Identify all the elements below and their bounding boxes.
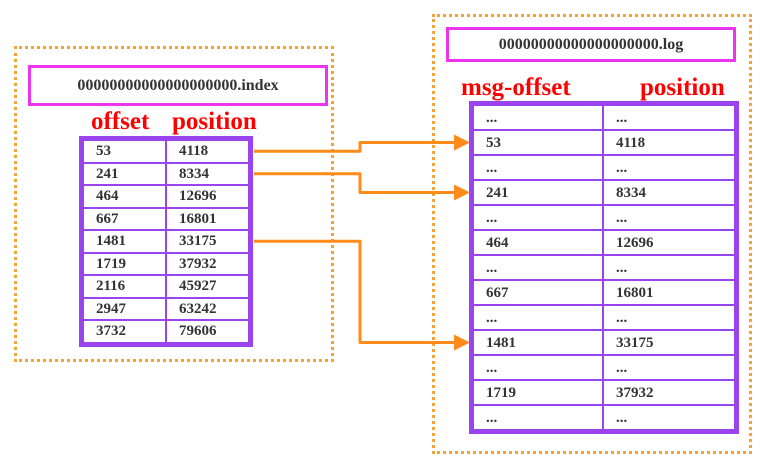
index-file-container	[14, 46, 334, 362]
log-position-cell: 4118	[602, 129, 736, 156]
index-offset-cell: 464	[82, 184, 167, 209]
log-position-cell: 12696	[602, 229, 736, 256]
index-offset-cell: 1719	[82, 251, 167, 276]
index-filename: 00000000000000000000.index	[77, 76, 279, 94]
log-offset-cell: 1719	[472, 379, 604, 406]
log-row: ......	[472, 404, 736, 431]
log-position-cell: 16801	[602, 279, 736, 306]
index-position-cell: 79606	[165, 319, 250, 344]
log-offset-cell: ...	[472, 104, 604, 131]
log-position-header: position	[640, 74, 725, 101]
log-offset-cell: ...	[472, 154, 604, 181]
log-position-cell: 33175	[602, 329, 736, 356]
log-position-cell: 8334	[602, 179, 736, 206]
index-position-header: position	[172, 108, 257, 135]
index-offset-header: offset	[91, 108, 150, 135]
log-filename-box: 00000000000000000000.log	[446, 27, 736, 62]
index-offset-cell: 3732	[82, 319, 167, 344]
log-filename: 00000000000000000000.log	[498, 35, 684, 53]
log-row: ......	[472, 204, 736, 231]
index-position-cell: 63242	[165, 296, 250, 321]
log-offset-cell: ...	[472, 304, 604, 331]
log-position-cell: ...	[602, 104, 736, 131]
log-position-cell: ...	[602, 304, 736, 331]
log-offset-cell: ...	[472, 204, 604, 231]
log-offset-cell: ...	[472, 404, 604, 431]
log-msg-offset-header: msg-offset	[461, 74, 571, 101]
log-row: ......	[472, 154, 736, 181]
index-offset-cell: 53	[82, 139, 167, 164]
log-position-cell: ...	[602, 254, 736, 281]
log-position-cell: ...	[602, 204, 736, 231]
index-position-cell: 12696	[165, 184, 250, 209]
log-row: ......	[472, 104, 736, 131]
log-row: ......	[472, 254, 736, 281]
index-offset-cell: 2947	[82, 296, 167, 321]
log-row: ......	[472, 304, 736, 331]
log-offset-cell: 53	[472, 129, 604, 156]
log-offset-cell: 667	[472, 279, 604, 306]
log-position-cell: 37932	[602, 379, 736, 406]
log-position-cell: ...	[602, 154, 736, 181]
index-offset-cell: 1481	[82, 229, 167, 254]
index-offset-cell: 2116	[82, 274, 167, 299]
log-position-cell: ...	[602, 354, 736, 381]
log-position-cell: ...	[602, 404, 736, 431]
index-position-cell: 37932	[165, 251, 250, 276]
index-offset-cell: 667	[82, 206, 167, 231]
log-offset-cell: 1481	[472, 329, 604, 356]
log-offset-cell: ...	[472, 254, 604, 281]
index-position-cell: 45927	[165, 274, 250, 299]
log-offset-cell: 464	[472, 229, 604, 256]
log-offset-cell: ...	[472, 354, 604, 381]
index-position-cell: 4118	[165, 139, 250, 164]
index-position-cell: 8334	[165, 161, 250, 186]
index-position-cell: 33175	[165, 229, 250, 254]
index-filename-box: 00000000000000000000.index	[28, 65, 328, 106]
log-file-container	[432, 14, 752, 454]
index-offset-cell: 241	[82, 161, 167, 186]
log-row: ......	[472, 354, 736, 381]
log-offset-cell: 241	[472, 179, 604, 206]
index-position-cell: 16801	[165, 206, 250, 231]
